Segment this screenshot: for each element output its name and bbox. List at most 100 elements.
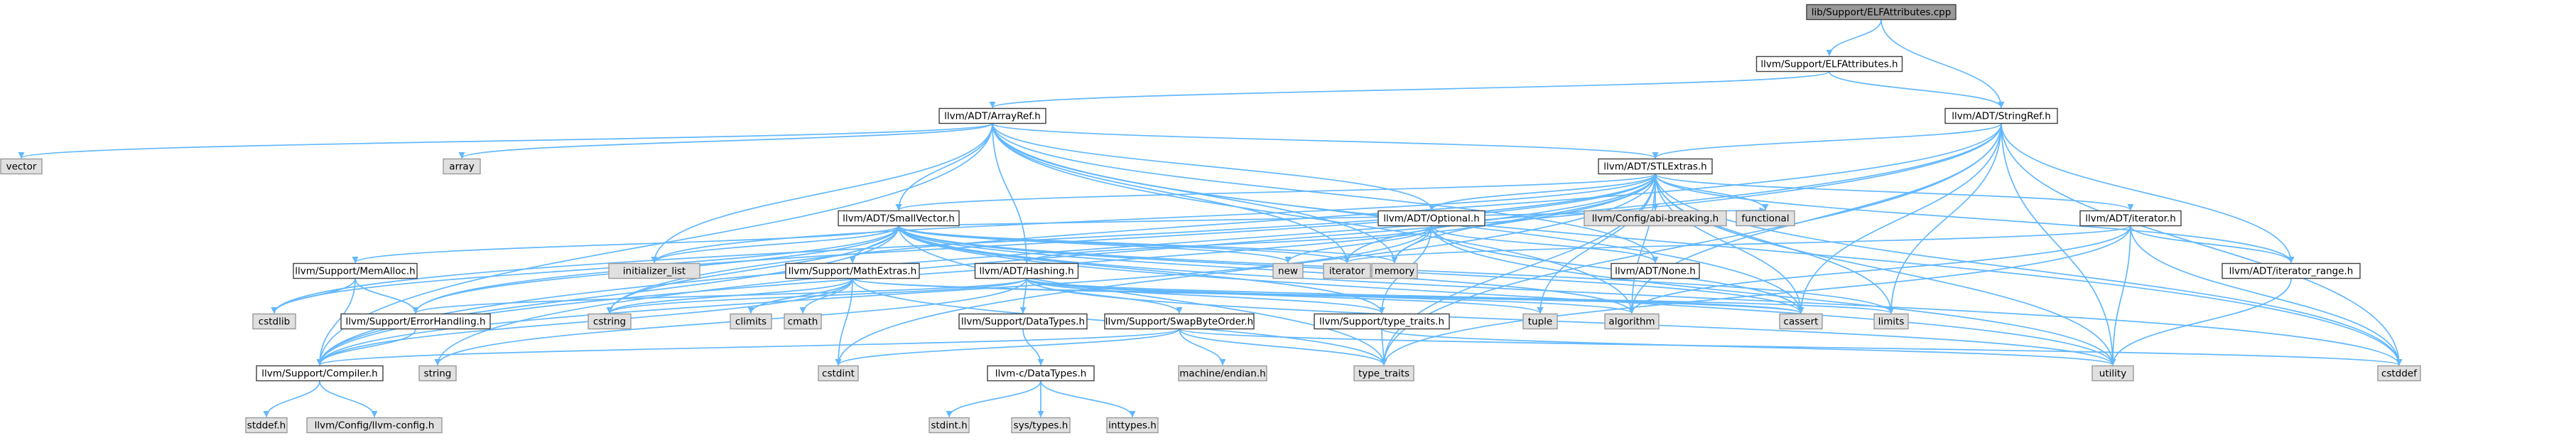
- node-label-swapbyte: llvm/Support/SwapByteOrder.h: [1105, 316, 1253, 328]
- edge-datatypes_h-to-cdatatypes: [1022, 329, 1044, 365]
- edge-cdatatypes-to-inttypes: [1040, 380, 1136, 417]
- node-cstdint: cstdint: [818, 365, 859, 382]
- node-box-cstddef: [2377, 365, 2421, 382]
- node-functional: functional: [1736, 210, 1795, 227]
- node-algorithm: algorithm: [1604, 313, 1660, 330]
- node-label-climits: climits: [735, 316, 767, 328]
- edge-errhandling-to-compiler: [316, 329, 416, 365]
- node-cstddef: cstddef: [2377, 365, 2421, 382]
- node-label-cmath: cmath: [788, 316, 818, 328]
- node-errhandling[interactable]: llvm/Support/ErrorHandling.h: [340, 313, 491, 330]
- edge-swapbyte-to-compiler: [316, 328, 1180, 366]
- node-memalloc[interactable]: llvm/Support/MemAlloc.h: [293, 262, 418, 279]
- edge-compiler-to-stddef: [263, 380, 320, 417]
- edge-optional-to-memory: [1391, 225, 1432, 263]
- edge-stlextras-to-typetraits: [1380, 174, 1656, 365]
- node-box-vector: [0, 158, 43, 175]
- node-box-iterator_h: [2079, 210, 2182, 227]
- node-label-cstdint: cstdint: [822, 368, 855, 380]
- node-label-smallvector: llvm/ADT/SmallVector.h: [843, 213, 955, 225]
- node-label-systypes: sys/types.h: [1014, 420, 1068, 432]
- node-label-errhandling: llvm/Support/ErrorHandling.h: [345, 316, 485, 328]
- node-label-cassert: cassert: [1784, 316, 1819, 328]
- edge-smallvector-to-new: [898, 225, 1292, 264]
- node-cdatatypes[interactable]: llvm-c/DataTypes.h: [987, 365, 1095, 382]
- edge-hashing-to-errhandling: [412, 277, 1027, 314]
- edge-hashing-to-typetraits_h: [1026, 277, 1385, 314]
- node-label-typetraits: type_traits: [1358, 368, 1409, 380]
- edge-arrayref-to-initlist: [651, 123, 993, 263]
- node-box-inttypes: [1106, 417, 1159, 434]
- node-label-iterator: iterator: [1329, 266, 1365, 277]
- edge-stlextras-to-smallvector: [895, 173, 1656, 211]
- node-box-abibreak: [1584, 210, 1727, 227]
- edge-stlextras-to-cassert: [1655, 174, 1804, 314]
- node-box-functional: [1736, 210, 1795, 227]
- node-box-root: [1806, 4, 1957, 21]
- node-label-memory: memory: [1375, 266, 1414, 277]
- node-box-none_h: [1611, 262, 1700, 279]
- edge-hashing-to-cstring: [606, 277, 1027, 314]
- node-stlextras[interactable]: llvm/ADT/STLExtras.h: [1598, 158, 1713, 175]
- node-typetraits_h[interactable]: llvm/Support/type_traits.h: [1314, 313, 1450, 330]
- node-compiler[interactable]: llvm/Support/Compiler.h: [256, 365, 384, 382]
- node-box-typetraits_h: [1314, 313, 1450, 330]
- node-stringref[interactable]: llvm/ADT/StringRef.h: [1944, 107, 2058, 124]
- node-box-initlist: [608, 262, 700, 279]
- edge-smallvector-to-initlist: [651, 225, 899, 263]
- edge-arrayref-to-vector: [18, 122, 993, 159]
- edge-hashing-to-tuple: [1026, 277, 1544, 314]
- edge-iterator_h-to-algorithm: [1628, 225, 2131, 314]
- node-iterator_h[interactable]: llvm/ADT/iterator.h: [2079, 210, 2182, 227]
- edge-stringref-to-limits: [1888, 123, 2002, 314]
- node-optional[interactable]: llvm/ADT/Optional.h: [1378, 210, 1485, 227]
- node-label-iterator_h: llvm/ADT/iterator.h: [2085, 213, 2176, 225]
- edge-elfattr_h-to-arrayref: [989, 70, 1830, 109]
- edge-stlextras-to-initlist: [651, 174, 1656, 263]
- node-cassert: cassert: [1779, 313, 1823, 330]
- node-smallvector[interactable]: llvm/ADT/SmallVector.h: [838, 210, 960, 227]
- node-box-elfattr_h: [1755, 55, 1903, 73]
- edge-smallvector-to-memalloc: [352, 225, 899, 264]
- node-label-optional: llvm/ADT/Optional.h: [1383, 213, 1480, 225]
- edge-hashing-to-algorithm: [1026, 277, 1635, 314]
- node-label-array: array: [449, 161, 474, 173]
- edge-stlextras-to-iterator: [1343, 174, 1656, 263]
- node-datatypes_h[interactable]: llvm/Support/DataTypes.h: [958, 313, 1088, 330]
- edge-smallvector-to-cstddef: [898, 225, 2403, 365]
- node-none_h[interactable]: llvm/ADT/None.h: [1611, 262, 1700, 279]
- node-box-llvmconfig: [306, 417, 443, 434]
- node-label-new: new: [1278, 266, 1298, 277]
- node-box-iterrange: [2221, 262, 2361, 279]
- edge-smallvector-to-algorithm: [898, 225, 1635, 314]
- node-label-cstring: cstring: [593, 316, 626, 328]
- node-memory: memory: [1371, 262, 1418, 279]
- edge-stlextras-to-iterator_h: [1655, 173, 2134, 211]
- node-box-stdint: [929, 417, 970, 434]
- node-label-stddef: stddef.h: [247, 420, 286, 432]
- node-iterrange[interactable]: llvm/ADT/iterator_range.h: [2221, 262, 2361, 279]
- node-vector: vector: [0, 158, 43, 175]
- node-box-smallvector: [838, 210, 960, 227]
- node-root[interactable]: lib/Support/ELFAttributes.cpp: [1806, 4, 1957, 21]
- node-new: new: [1272, 262, 1304, 279]
- node-box-errhandling: [340, 313, 491, 330]
- node-box-string: [418, 365, 457, 382]
- edge-optional-to-none_h: [1431, 225, 1659, 263]
- node-swapbyte[interactable]: llvm/Support/SwapByteOrder.h: [1104, 313, 1255, 330]
- node-label-llvmconfig: llvm/Config/llvm-config.h: [315, 420, 435, 432]
- node-box-cdatatypes: [987, 365, 1095, 382]
- node-label-cdatatypes: llvm-c/DataTypes.h: [995, 368, 1087, 380]
- node-elfattr_h[interactable]: llvm/Support/ELFAttributes.h: [1755, 55, 1903, 73]
- node-label-stlextras: llvm/ADT/STLExtras.h: [1603, 161, 1706, 173]
- edge-smallvector-to-cstring: [606, 225, 899, 314]
- node-inttypes: inttypes.h: [1106, 417, 1159, 434]
- node-mathextras[interactable]: llvm/Support/MathExtras.h: [785, 262, 920, 279]
- node-stddef: stddef.h: [245, 417, 288, 434]
- node-arrayref[interactable]: llvm/ADT/ArrayRef.h: [938, 107, 1046, 124]
- node-limits: limits: [1873, 313, 1909, 330]
- edge-root-to-elfattr_h: [1826, 19, 1882, 56]
- node-label-stdint: stdint.h: [931, 420, 967, 432]
- node-hashing[interactable]: llvm/ADT/Hashing.h: [974, 262, 1079, 279]
- node-label-functional: functional: [1741, 213, 1789, 225]
